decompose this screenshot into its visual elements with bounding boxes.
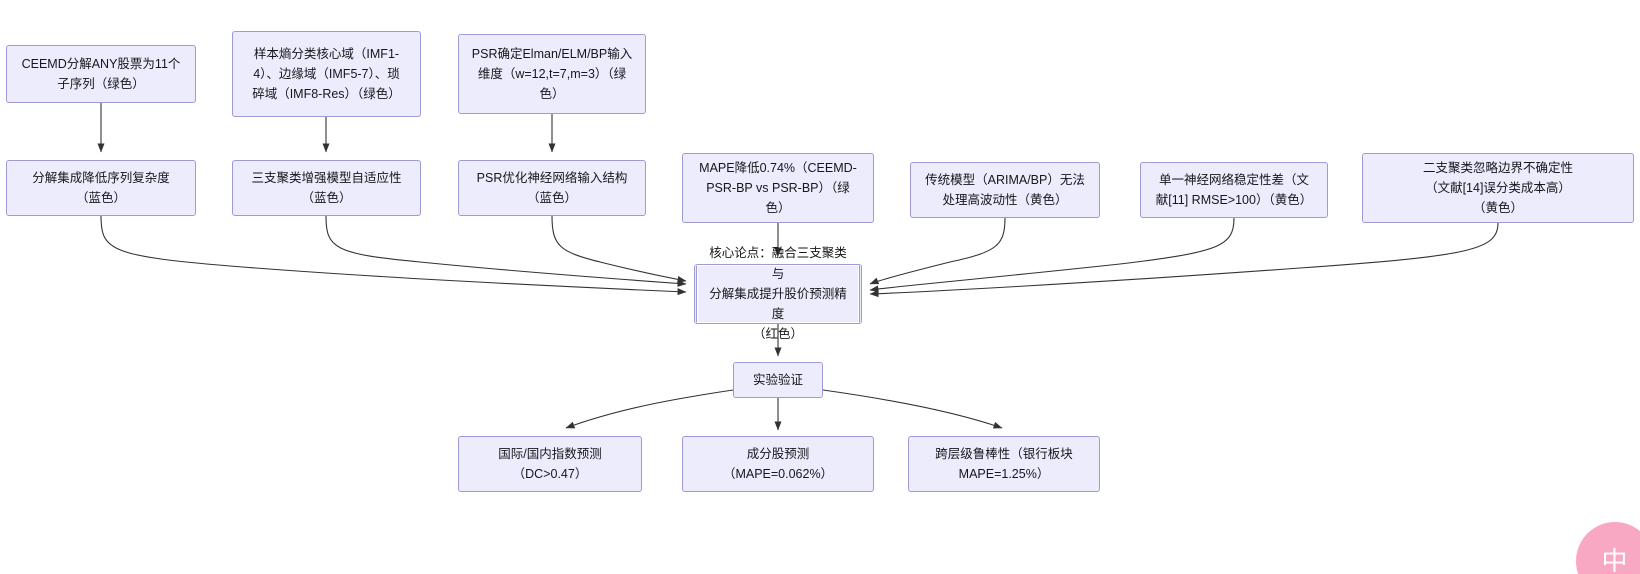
node-n11[interactable]: 核心论点：融合三支聚类与 分解集成提升股价预测精度 （红色） <box>694 246 862 341</box>
node-n7[interactable]: MAPE降低0.74%（CEEMD- PSR-BP vs PSR-BP）（绿 色… <box>682 153 874 223</box>
node-label: 三支聚类增强模型自适应性 （蓝色） <box>251 170 402 205</box>
edge-n9-to-n11 <box>869 217 1235 293</box>
node-label: 实验验证 <box>752 372 803 387</box>
edge-n12-to-n13 <box>565 389 734 429</box>
node-n6[interactable]: PSR优化神经网络输入结构 （蓝色） <box>458 160 646 216</box>
watermark-badge: 中 <box>1576 522 1640 574</box>
node-label: PSR确定Elman/ELM/BP输入 维度（w=12,t=7,m=3）（绿 色… <box>471 46 633 102</box>
node-n15[interactable]: 跨层级鲁棒性（银行板块 MAPE=1.25%） <box>908 436 1100 492</box>
node-label: PSR优化神经网络输入结构 （蓝色） <box>476 170 628 205</box>
edge-n5-to-n11 <box>325 215 687 287</box>
node-n13[interactable]: 国际/国内指数预测 （DC>0.47） <box>458 436 642 492</box>
node-n9[interactable]: 单一神经网络稳定性差（文 献[11] RMSE>100）（黄色） <box>1140 162 1328 218</box>
node-n8[interactable]: 传统模型（ARIMA/BP）无法 处理高波动性（黄色） <box>910 162 1100 218</box>
edge-n10-to-n11 <box>869 222 1499 298</box>
node-n5[interactable]: 三支聚类增强模型自适应性 （蓝色） <box>232 160 421 216</box>
node-label: 二支聚类忽略边界不确定性 （文献[14]误分类成本高） （黄色） <box>1422 160 1573 216</box>
node-n10[interactable]: 二支聚类忽略边界不确定性 （文献[14]误分类成本高） （黄色） <box>1362 153 1634 223</box>
node-label: 样本熵分类核心域（IMF1- 4）、边缘域（IMF5-7）、琐 碎域（IMF8-… <box>252 46 401 102</box>
node-label: 分解集成降低序列复杂度 （蓝色） <box>32 170 170 205</box>
node-label: 成分股预测 （MAPE=0.062%） <box>722 446 834 481</box>
node-label: 国际/国内指数预测 （DC>0.47） <box>498 446 602 481</box>
edge-n12-to-n15 <box>822 389 1003 429</box>
node-label: 单一神经网络稳定性差（文 献[11] RMSE>100）（黄色） <box>1155 172 1313 207</box>
node-label: CEEMD分解ANY股票为11个 子序列（绿色） <box>21 56 181 91</box>
node-label: 跨层级鲁棒性（银行板块 MAPE=1.25%） <box>935 446 1073 481</box>
node-n1[interactable]: CEEMD分解ANY股票为11个 子序列（绿色） <box>6 45 196 103</box>
node-n4[interactable]: 分解集成降低序列复杂度 （蓝色） <box>6 160 196 216</box>
edge-n6-to-n11 <box>551 215 687 283</box>
node-n14[interactable]: 成分股预测 （MAPE=0.062%） <box>682 436 874 492</box>
edge-n4-to-n11 <box>100 215 687 296</box>
node-label: 核心论点：融合三支聚类与 分解集成提升股价预测精度 （红色） <box>709 246 847 342</box>
node-n12[interactable]: 实验验证 <box>733 362 823 398</box>
node-label: MAPE降低0.74%（CEEMD- PSR-BP vs PSR-BP）（绿 色… <box>699 160 857 216</box>
edge-n8-to-n11 <box>869 217 1006 285</box>
node-label: 传统模型（ARIMA/BP）无法 处理高波动性（黄色） <box>925 172 1085 207</box>
node-n3[interactable]: PSR确定Elman/ELM/BP输入 维度（w=12,t=7,m=3）（绿 色… <box>458 34 646 114</box>
node-n2[interactable]: 样本熵分类核心域（IMF1- 4）、边缘域（IMF5-7）、琐 碎域（IMF8-… <box>232 31 421 117</box>
